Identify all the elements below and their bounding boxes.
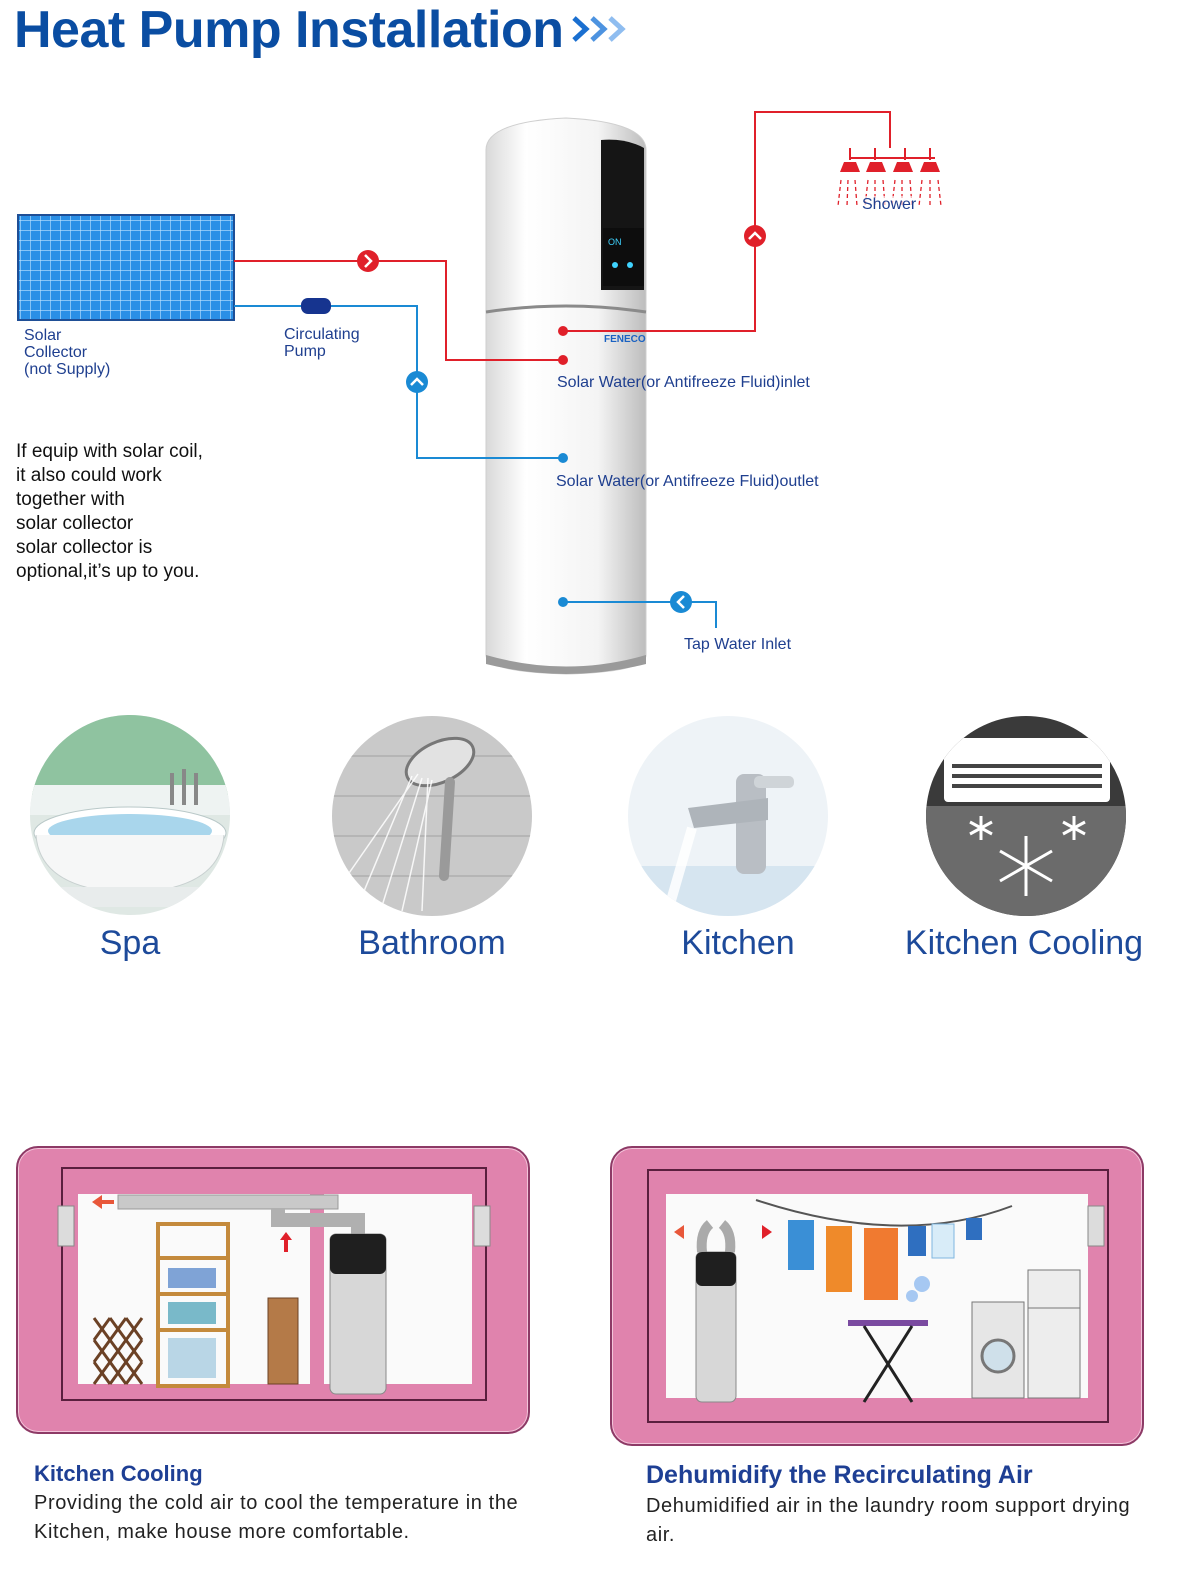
laundry-dehumidify-scene bbox=[610, 1146, 1144, 1446]
application-label-kitchen-cooling: Kitchen Cooling bbox=[904, 924, 1144, 962]
flow-arrow-up-icon bbox=[406, 371, 428, 393]
solar-collector bbox=[17, 214, 235, 321]
kitchen-image bbox=[628, 716, 828, 916]
brand-logo: FENECO bbox=[604, 334, 646, 345]
faucet-icon bbox=[628, 716, 828, 916]
flow-arrow-right-icon bbox=[357, 250, 379, 272]
shower-label: Shower bbox=[862, 196, 917, 214]
solar-coil-note: If equip with solar coil, it also could … bbox=[16, 441, 203, 582]
spa-image bbox=[30, 715, 230, 915]
bathroom-image bbox=[332, 716, 532, 916]
snowflake-icon bbox=[969, 816, 1086, 896]
scene-title-dehumidify: Dehumidify the Recirculating Air bbox=[646, 1461, 1033, 1489]
kitchen-cooling-scene bbox=[16, 1146, 530, 1434]
application-label-spa: Spa bbox=[99, 924, 161, 962]
flow-arrow-left-icon bbox=[670, 591, 692, 613]
application-label-kitchen: Kitchen bbox=[681, 924, 795, 962]
heat-pump-tank: ON bbox=[485, 117, 647, 675]
page-title: Heat Pump Installation bbox=[14, 1, 564, 59]
installation-diagram: ON bbox=[17, 111, 942, 675]
flow-arrow-up-icon bbox=[744, 225, 766, 247]
solar-outlet-label: Solar Water(or Antifreeze Fluid)outlet bbox=[556, 473, 819, 490]
svg-text:ON: ON bbox=[608, 237, 622, 247]
circulating-pump-label: Circulating Pump bbox=[284, 326, 360, 360]
solar-collector-label: Solar Collector (not Supply) bbox=[24, 327, 111, 378]
application-label-bathroom: Bathroom bbox=[358, 924, 506, 962]
kitchen-cooling-image bbox=[926, 716, 1126, 916]
circulating-pump bbox=[301, 298, 331, 314]
shower-icon bbox=[840, 162, 940, 172]
solar-inlet-label: Solar Water(or Antifreeze Fluid)inlet bbox=[557, 374, 810, 391]
bathtub-icon bbox=[30, 715, 230, 915]
scene-description-kitchen-cooling: Providing the cold air to cool the tempe… bbox=[34, 1492, 519, 1543]
hot-water-pipes bbox=[234, 111, 935, 361]
scene-title-kitchen-cooling: Kitchen Cooling bbox=[34, 1461, 203, 1486]
scene-description-dehumidify: Dehumidified air in the laundry room sup… bbox=[646, 1495, 1131, 1546]
tap-water-inlet-label: Tap Water Inlet bbox=[684, 636, 792, 653]
shower-head-icon bbox=[332, 716, 532, 916]
chevron-right-icon bbox=[572, 16, 626, 42]
air-conditioner-icon bbox=[926, 716, 1126, 916]
